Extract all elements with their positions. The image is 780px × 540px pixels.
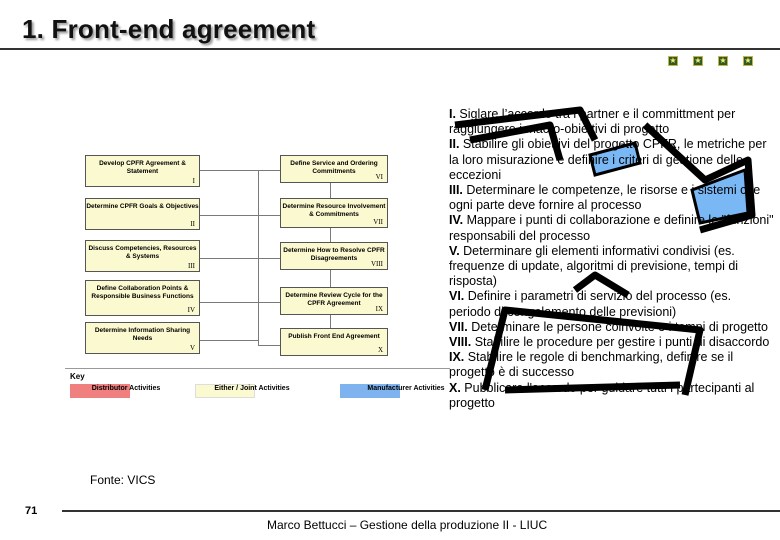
connector-line <box>330 270 331 288</box>
step-number: VIII. <box>449 335 472 350</box>
step-number: IV. <box>449 213 464 228</box>
step-item: II. Stabilire gli obiettivi del progetto… <box>449 137 774 183</box>
connector-line <box>258 170 259 345</box>
step-box-label: Determine Review Cycle for the CPFR Agre… <box>285 292 383 307</box>
step-numeral: X <box>377 346 383 354</box>
step-text: Stabilire gli obiettivi del progetto CPF… <box>449 137 767 182</box>
page-number: 71 <box>25 505 38 517</box>
step-box-label: Develop CPFR Agreement & Statement <box>99 160 186 175</box>
footer-divider <box>62 510 780 512</box>
step-numeral: VIII <box>370 260 383 268</box>
connector-line <box>330 227 331 243</box>
step-box-label: Determine How to Resolve CPFR Disagreeme… <box>283 247 385 262</box>
step-numeral: VII <box>373 218 383 226</box>
step-text: Determinare le persone coinvolte e i tem… <box>467 319 768 334</box>
joint-key-label: Either / Joint Activities <box>214 385 290 392</box>
step-item: VIII. Stabilire le procedure per gestire… <box>449 335 774 350</box>
star-bullet-icon: ★ <box>743 56 753 66</box>
step-item: IX. Stabilire le regole di benchmarking,… <box>449 350 774 380</box>
manufacturer-key-label: Manufacturer Activities <box>367 385 445 392</box>
step-item: VI. Definire i parametri di servizio del… <box>449 289 774 319</box>
step-text: Siglare l’accordo tra i partner e il com… <box>449 107 736 137</box>
step-box-6: Define Service and Ordering Commitments … <box>280 155 388 183</box>
step-number: IX. <box>449 350 465 365</box>
step-numeral: V <box>189 344 195 352</box>
step-number: II. <box>449 137 460 152</box>
step-numeral: VI <box>375 173 383 181</box>
connector-line <box>258 215 280 216</box>
step-number: VII. <box>449 319 468 334</box>
step-text: Pubblicare l'accordo per guidare tutti i… <box>449 380 755 410</box>
step-item: I. Siglare l’accordo tra i partner e il … <box>449 107 774 137</box>
step-box-label: Determine Information Sharing Needs <box>94 327 191 342</box>
step-box-label: Define Service and Ordering Commitments <box>290 160 378 175</box>
house-clipart-icon <box>454 106 756 396</box>
step-text: Definire i parametri di servizio del pro… <box>449 289 732 319</box>
step-box-9: Determine Review Cycle for the CPFR Agre… <box>280 287 388 315</box>
step-number: V. <box>449 243 460 258</box>
key-heading: Key <box>70 372 85 381</box>
step-item: X. Pubblicare l'accordo per guidare tutt… <box>449 381 774 411</box>
step-box-label: Discuss Competencies, Resources & System… <box>88 245 197 260</box>
step-text: Mappare i punti di collaborazione e defi… <box>449 213 774 243</box>
step-text: Stabilire le procedure per gestire i pun… <box>471 335 770 350</box>
step-box-7: Determine Resource Involvement & Commitm… <box>280 198 388 228</box>
step-number: VI. <box>449 289 465 304</box>
step-box-label: Define Collaboration Points & Responsibl… <box>91 285 194 300</box>
cpfr-process-diagram: Develop CPFR Agreement & Statement I Det… <box>60 150 460 415</box>
star-bullet-icon: ★ <box>693 56 703 66</box>
source-note: Fonte: VICS <box>90 473 156 487</box>
steps-list: I. Siglare l’accordo tra i partner e il … <box>449 107 774 411</box>
step-item: IV. Mappare i punti di collaborazione e … <box>449 213 774 243</box>
step-numeral: IX <box>375 305 383 313</box>
connector-line <box>200 170 290 171</box>
connector-line <box>330 182 331 198</box>
connector-line <box>200 302 258 303</box>
step-box-1: Develop CPFR Agreement & Statement I <box>85 155 200 187</box>
step-text: Stabilire le regole di benchmarking, def… <box>449 350 734 380</box>
step-text: Determinare le competenze, le risorse e … <box>449 183 761 213</box>
slide-title: 1. Front-end agreement <box>22 14 316 44</box>
connector-line <box>258 258 280 259</box>
distributor-key-label: Distributor Activities <box>91 385 161 392</box>
title-divider <box>0 48 780 50</box>
step-box-3: Discuss Competencies, Resources & System… <box>85 240 200 272</box>
joint-swatch <box>195 384 255 398</box>
step-item: III. Determinare le competenze, le risor… <box>449 183 774 213</box>
step-box-5: Determine Information Sharing Needs V <box>85 322 200 354</box>
connector-line <box>200 258 258 259</box>
step-numeral: III <box>188 262 195 270</box>
diagram-divider <box>65 368 450 369</box>
step-numeral: II <box>190 220 195 228</box>
step-item: VII. Determinare le persone coinvolte e … <box>449 320 774 335</box>
step-box-10: Publish Front End Agreement X <box>280 328 388 356</box>
step-item: V. Determinare gli elementi informativi … <box>449 244 774 290</box>
manufacturer-swatch <box>340 384 400 398</box>
footer-text: Marco Bettucci – Gestione della produzio… <box>267 518 548 532</box>
step-box-8: Determine How to Resolve CPFR Disagreeme… <box>280 242 388 270</box>
step-numeral: I <box>192 177 195 185</box>
connector-line <box>200 215 258 216</box>
step-number: I. <box>449 107 456 121</box>
star-bullet-icon: ★ <box>668 56 678 66</box>
step-number: X. <box>449 380 461 395</box>
connector-line <box>258 302 280 303</box>
star-bullet-icon: ★ <box>718 56 728 66</box>
step-numeral: IV <box>187 306 195 314</box>
connector-line <box>258 345 280 346</box>
step-box-label: Determine Resource Involvement & Commitm… <box>282 203 386 218</box>
step-box-label: Publish Front End Agreement <box>288 333 380 340</box>
step-text: Determinare gli elementi informativi con… <box>449 243 739 289</box>
step-number: III. <box>449 183 463 198</box>
step-box-2: Determine CPFR Goals & Objectives II <box>85 198 200 230</box>
connector-line <box>200 340 258 341</box>
distributor-swatch <box>70 384 130 398</box>
connector-line <box>330 315 331 330</box>
step-box-4: Define Collaboration Points & Responsibl… <box>85 280 200 316</box>
step-box-label: Determine CPFR Goals & Objectives <box>86 203 199 210</box>
